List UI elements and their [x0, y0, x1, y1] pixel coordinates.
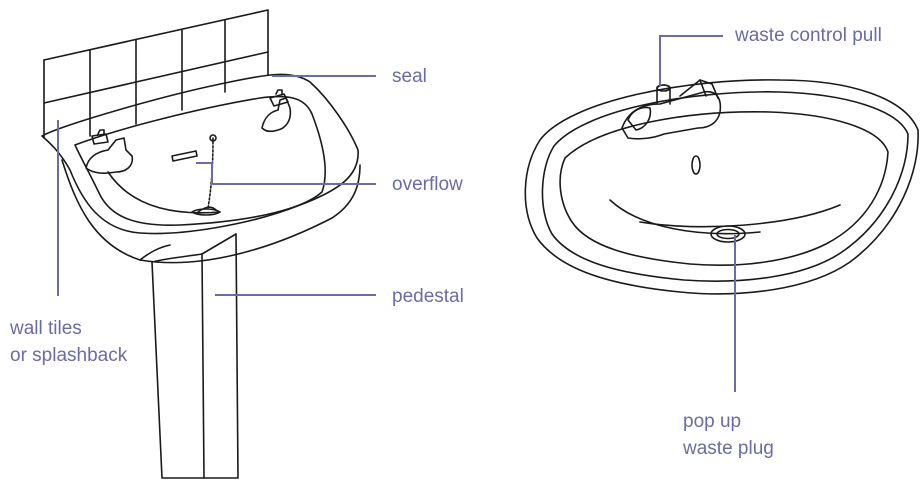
leader-lines	[57, 35, 736, 392]
waste-control-pull-label: waste control pull	[735, 25, 882, 46]
wall-tiles-illustration	[43, 9, 269, 139]
seal-label: seal	[392, 66, 427, 87]
overflow-leader	[196, 162, 376, 185]
pedestal-label: pedestal	[392, 286, 464, 307]
pedestal-basin-illustration	[41, 73, 361, 479]
pop-up-waste-plug-label-line2: waste plug	[683, 438, 774, 459]
wall-tiles-label-line1: wall tiles	[10, 318, 82, 339]
waste-control-pull-leader	[659, 35, 723, 86]
pop-up-waste-plug-label-line1: pop up	[683, 411, 742, 432]
wall-tiles-label-line2: or splashback	[10, 345, 128, 366]
countertop-basin-illustration	[524, 79, 919, 295]
overflow-label: overflow	[392, 174, 463, 195]
